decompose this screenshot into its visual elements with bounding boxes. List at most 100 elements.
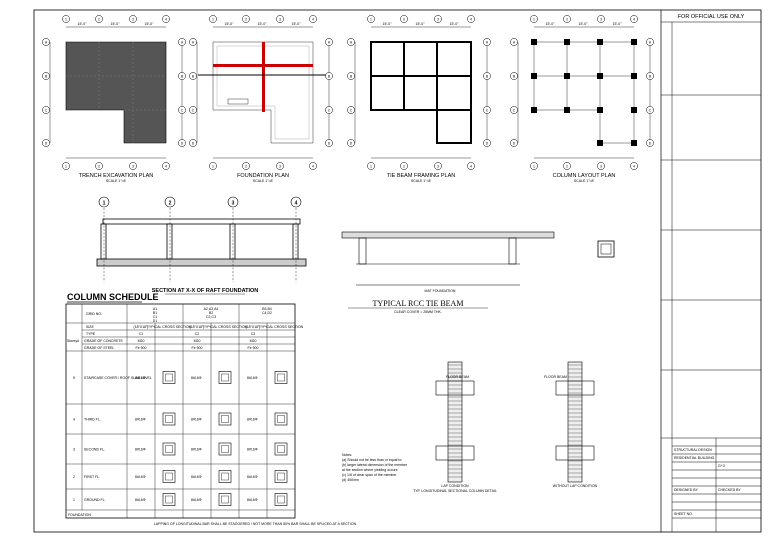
dim-label: 15'-0" <box>416 22 426 26</box>
grid-letter: D <box>649 142 652 146</box>
schedule-footnote: LAPPING OF LONGITUDINAL BAR SHALL BE STA… <box>154 522 357 526</box>
grid-bubble <box>189 106 197 114</box>
bar-label: 8#16Φ <box>135 376 146 380</box>
plan1-scale: SCALE 1"=8' <box>106 179 127 183</box>
column-section-symbol <box>162 442 176 456</box>
tb-row-1: STRUCTURAL DESIGN <box>674 448 712 452</box>
grid-letter: C <box>513 109 516 113</box>
grid-bubble <box>325 72 333 80</box>
column-schedule: COLUMN SCHEDULE GRID NO. SIZE TYPE GRADE… <box>65 292 357 526</box>
trench-area <box>65 41 167 144</box>
storey-name: STAIRCASE COVER / ROOF SLAB LEVEL <box>84 376 152 380</box>
column-tie-symbol <box>221 445 229 453</box>
grid-bubble <box>630 162 638 170</box>
grid-bubble <box>597 162 605 170</box>
column-longitudinal-details: FLOOR BEAM FLOOR BEAM LAP CONDITION TYP.… <box>342 361 598 493</box>
notes-title: Notes: <box>342 453 352 457</box>
tb-row-4: DESIGNED BY <box>674 488 699 492</box>
group-type: C3 <box>251 332 256 336</box>
grid-bubble <box>42 72 50 80</box>
column-section-symbol <box>162 470 176 483</box>
column-section-symbol <box>218 371 232 384</box>
group-size: (18"X18") <box>190 325 205 329</box>
column-section-symbol <box>162 493 176 506</box>
column-tie-symbol <box>221 495 229 504</box>
group-grids: C4,D2 <box>262 311 272 315</box>
group-type: C1 <box>139 332 144 336</box>
dim-label: 15'-0" <box>225 22 235 26</box>
foundation-label: FOUNDATION <box>68 513 91 517</box>
bar-label: 8#16Φ <box>191 475 202 479</box>
bar-label: 8#16Φ <box>135 448 146 452</box>
grid-letter: D <box>486 142 489 146</box>
grid-bubble <box>62 162 70 170</box>
column-tie-symbol <box>277 445 285 453</box>
grid-letter: B <box>45 75 48 79</box>
storey-number: 5 <box>73 376 75 380</box>
group-size: (18"X18") <box>134 325 149 329</box>
grid-bubble <box>483 106 491 114</box>
section-marker-label: 3 <box>232 201 235 207</box>
grid-number: 3 <box>279 165 281 169</box>
grid-bubble <box>325 139 333 147</box>
grid-number: 3 <box>279 18 281 22</box>
grid-number: 4 <box>165 165 167 169</box>
plan4-scale: SCALE 1"=8' <box>574 179 595 183</box>
grid-number: 4 <box>165 18 167 22</box>
grid-letter: D <box>328 142 331 146</box>
storey-number: 3 <box>73 448 75 452</box>
column-layout-plan: COLUMN LAYOUT PLAN SCALE 1"=8' <box>517 26 651 183</box>
bar-label: 8#16Φ <box>247 418 258 422</box>
grid-bubble <box>483 139 491 147</box>
raft-section-title: SECTION AT X-X OF RAFT FOUNDATION <box>152 288 259 294</box>
grid-letter: B <box>513 75 516 79</box>
grid-letter: B <box>649 75 652 79</box>
section-marker-label: 4 <box>295 201 298 207</box>
tie-beam-title: TYPICAL RCC TIE BEAM <box>373 299 464 308</box>
bar-label: 8#16Φ <box>135 418 146 422</box>
grid-number: 1 <box>533 165 535 169</box>
section-marker <box>290 196 302 208</box>
title-block: FOR OFFICIAL USE ONLY STRUCTURAL DESIGN … <box>661 14 761 532</box>
column-tie-symbol <box>221 373 229 382</box>
grid-number: 3 <box>437 165 439 169</box>
group-subheader: TYPICAL CROSS SECTION <box>203 325 248 329</box>
grid-number: 4 <box>312 18 314 22</box>
column-tie-symbol <box>277 415 285 423</box>
grid-number: 1 <box>212 18 214 22</box>
group-grids: B1 <box>153 311 157 315</box>
note-4: (c) 1/6 of clear span of the member <box>342 473 397 477</box>
grid-bubble <box>309 15 317 23</box>
grid-bubble <box>646 139 654 147</box>
grid-bubble <box>178 106 186 114</box>
dim-label: 15'-0" <box>111 22 121 26</box>
floor-beam-right: FLOOR BEAM <box>544 375 567 379</box>
grid-number: 3 <box>600 18 602 22</box>
note-1: (a) Should not be less than or equal to: <box>342 458 402 462</box>
column-section-symbol <box>218 412 232 426</box>
grid-bubble <box>162 15 170 23</box>
grid-bubble <box>242 162 250 170</box>
column-tie-symbol <box>165 415 173 423</box>
grid-bubble <box>189 38 197 46</box>
dim-label: 15'-0" <box>450 22 460 26</box>
grid-bubble <box>467 162 475 170</box>
grid-bubble <box>276 15 284 23</box>
grid-letter: D <box>181 142 184 146</box>
dim-label: 15'-0" <box>78 22 88 26</box>
grid-bubble <box>646 38 654 46</box>
grid-number: 3 <box>600 165 602 169</box>
grid-bubble <box>129 162 137 170</box>
column-tie-symbol <box>221 472 229 481</box>
grid-bubble <box>483 38 491 46</box>
column-tie-symbol <box>277 472 285 481</box>
grid-letter: D <box>45 142 48 146</box>
column-section-symbol <box>218 470 232 483</box>
plan3-title: TIE BEAM FRAMING PLAN <box>387 173 455 179</box>
grid-bubble <box>400 162 408 170</box>
grid-bubble <box>367 15 375 23</box>
plan2-scale: SCALE 1"=8' <box>253 179 274 183</box>
